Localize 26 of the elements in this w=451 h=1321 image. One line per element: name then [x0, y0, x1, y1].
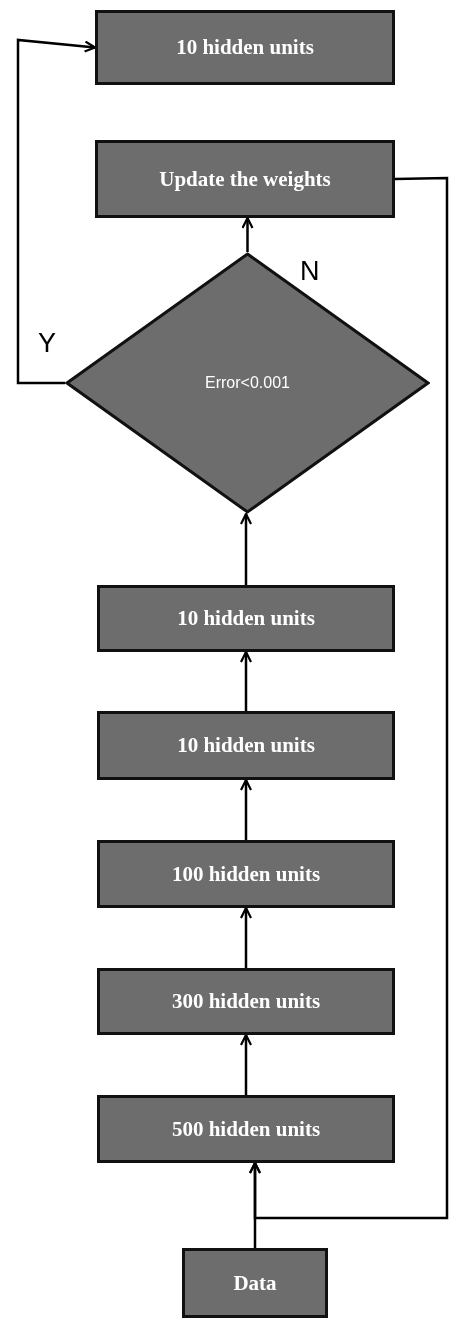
arrow — [239, 778, 253, 840]
decision-label: Error<0.001 — [205, 374, 290, 392]
arrow — [16, 38, 97, 385]
arrow — [239, 906, 253, 968]
process-box — [95, 140, 395, 218]
box-label: 100 hidden units — [171, 861, 321, 887]
arrow — [239, 1033, 253, 1095]
box-label: 500 hidden units — [171, 1116, 321, 1142]
box-label: Data — [233, 1270, 277, 1296]
arrow — [248, 176, 449, 1220]
box-label: 10 hidden units — [177, 606, 315, 631]
box-label: 10 hidden units — [176, 35, 314, 60]
process-box — [97, 711, 395, 780]
box-label: 10 hidden units — [177, 733, 315, 758]
process-box — [182, 1248, 328, 1318]
process-box — [97, 968, 395, 1035]
arrow — [241, 216, 254, 252]
process-box — [97, 585, 395, 652]
process-box — [95, 10, 395, 85]
arrow — [239, 512, 253, 585]
box-label: 300 hidden units — [171, 989, 321, 1014]
arrow — [239, 650, 253, 711]
process-box — [97, 840, 395, 908]
decision-diamond — [65, 252, 430, 514]
process-box — [97, 1095, 395, 1163]
box-label: Update the weights — [159, 166, 331, 192]
